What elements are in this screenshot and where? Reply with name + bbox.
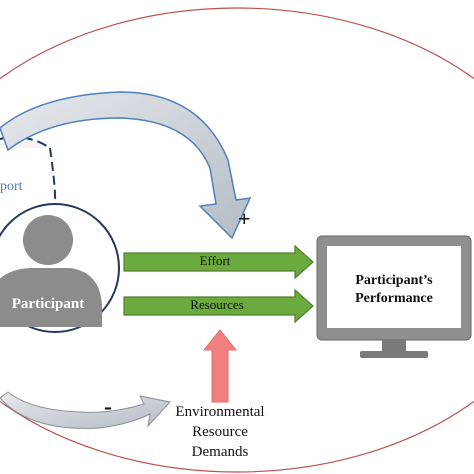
resources-arrow	[123, 288, 314, 324]
environment-curved-arrow	[0, 391, 171, 429]
plus-sign: +	[238, 206, 251, 231]
effort-label: Effort	[199, 253, 231, 268]
support-label: port	[0, 179, 23, 194]
environmental-demands-arrow	[202, 329, 238, 403]
performance-label-line1: Participant’s	[355, 273, 433, 288]
environmental-label-line2: Resource	[192, 424, 248, 440]
performance-label-line2: Performance	[355, 291, 433, 306]
resources-label: Resources	[190, 297, 244, 312]
monitor-icon	[316, 235, 472, 358]
support-curved-arrow	[0, 91, 252, 240]
environmental-label-line3: Demands	[191, 444, 249, 460]
effort-arrow	[123, 244, 314, 280]
outer-context-ellipse	[0, 7, 474, 473]
person-icon	[0, 215, 102, 327]
minus-sign: -	[104, 394, 112, 420]
environmental-label-line1: Environmental	[175, 404, 265, 420]
participant-label: Participant	[11, 296, 85, 312]
